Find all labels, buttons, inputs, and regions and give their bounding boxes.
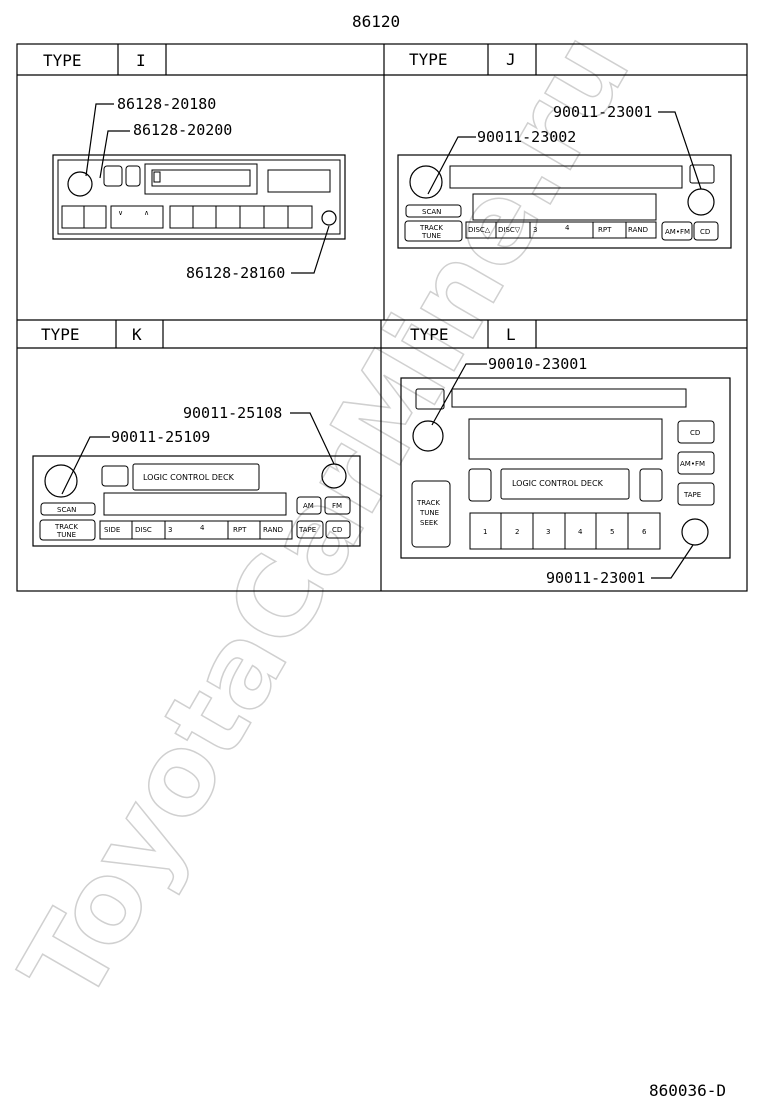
svg-text:AM•FM: AM•FM <box>680 460 705 468</box>
radio-unit-type-k: LOGIC CONTROL DECK SCAN TRACK TUNE SIDE … <box>32 455 361 547</box>
svg-text:TUNE: TUNE <box>56 531 76 539</box>
svg-text:SEEK: SEEK <box>420 519 438 527</box>
part-number: 86128-20180 <box>117 95 216 113</box>
tuning-knob <box>321 210 337 226</box>
svg-text:SCAN: SCAN <box>422 208 441 216</box>
svg-text:DISC△: DISC△ <box>468 226 491 234</box>
svg-text:RPT: RPT <box>233 526 247 534</box>
svg-text:3: 3 <box>533 226 537 234</box>
svg-text:TRACK: TRACK <box>419 224 443 232</box>
svg-text:TAPE: TAPE <box>683 491 701 499</box>
svg-text:SCAN: SCAN <box>57 506 76 514</box>
svg-text:TRACK: TRACK <box>416 499 440 507</box>
svg-text:TRACK: TRACK <box>54 523 78 531</box>
radio-unit-type-j: SCAN TRACK TUNE DISC△ DISC▽ 3 4 RPT RAND… <box>397 154 732 249</box>
type-label-k: TYPE <box>41 325 80 344</box>
svg-text:3: 3 <box>546 528 550 536</box>
part-number: 90011-23001 <box>553 103 652 121</box>
svg-text:CD: CD <box>690 429 700 437</box>
volume-knob <box>412 420 444 452</box>
tuning-knob <box>687 188 715 216</box>
svg-text:LOGIC CONTROL DECK: LOGIC CONTROL DECK <box>512 479 604 488</box>
svg-text:FM: FM <box>332 502 342 510</box>
svg-text:TUNE: TUNE <box>421 232 441 240</box>
svg-text:6: 6 <box>642 528 647 536</box>
svg-text:2: 2 <box>515 528 519 536</box>
svg-text:∧: ∧ <box>144 209 149 217</box>
part-number: 90011-25109 <box>111 428 210 446</box>
svg-text:LOGIC CONTROL DECK: LOGIC CONTROL DECK <box>143 473 235 482</box>
volume-knob <box>409 165 443 199</box>
svg-text:RPT: RPT <box>598 226 612 234</box>
svg-text:RAND: RAND <box>628 226 648 234</box>
type-value-k: K <box>132 325 142 344</box>
svg-text:∨: ∨ <box>118 209 123 217</box>
svg-text:AM: AM <box>303 502 314 510</box>
svg-text:5: 5 <box>610 528 614 536</box>
part-number: 86128-20200 <box>133 121 232 139</box>
svg-text:4: 4 <box>578 528 583 536</box>
figure-code: 860036-D <box>649 1081 726 1100</box>
header-type-k: TYPE K <box>41 320 164 348</box>
svg-text:1: 1 <box>483 528 487 536</box>
type-value-j: J <box>506 50 516 69</box>
type-label-l: TYPE <box>410 325 449 344</box>
volume-knob <box>67 171 93 197</box>
svg-text:DISC: DISC <box>135 526 152 534</box>
radio-unit-type-l: CD AM•FM TAPE LOGIC CONTROL DECK TRACK T… <box>400 377 731 559</box>
header-type-l: TYPE L <box>410 320 537 348</box>
radio-unit-type-i: ∨ ∧ <box>52 154 346 240</box>
diagram-frame <box>16 43 748 592</box>
svg-text:4: 4 <box>565 224 570 232</box>
type-label-j: TYPE <box>409 50 448 69</box>
part-number: 90011-25108 <box>183 404 282 422</box>
tuning-knob <box>681 518 709 546</box>
watermark: ToyotaCarMine.ru <box>0 12 654 1023</box>
svg-text:CD: CD <box>700 228 710 236</box>
svg-text:TAPE: TAPE <box>298 526 316 534</box>
part-number: 90011-23002 <box>477 128 576 146</box>
part-number: 86128-28160 <box>186 264 285 282</box>
part-number: 90010-23001 <box>488 355 587 373</box>
part-number: 90011-23001 <box>546 569 645 587</box>
svg-text:DISC▽: DISC▽ <box>498 226 521 234</box>
header-type-i: TYPE I <box>43 44 167 75</box>
page-title: 86120 <box>352 12 400 31</box>
svg-text:RAND: RAND <box>263 526 283 534</box>
svg-text:4: 4 <box>200 524 205 532</box>
svg-text:AM•FM: AM•FM <box>665 228 690 236</box>
svg-text:3: 3 <box>168 526 172 534</box>
type-value-l: L <box>506 325 516 344</box>
type-value-i: I <box>136 51 146 70</box>
svg-text:TUNE: TUNE <box>419 509 439 517</box>
svg-text:CD: CD <box>332 526 342 534</box>
volume-knob <box>44 464 78 498</box>
header-type-j: TYPE J <box>409 44 537 75</box>
type-label-i: TYPE <box>43 51 82 70</box>
svg-text:SIDE: SIDE <box>104 526 120 534</box>
